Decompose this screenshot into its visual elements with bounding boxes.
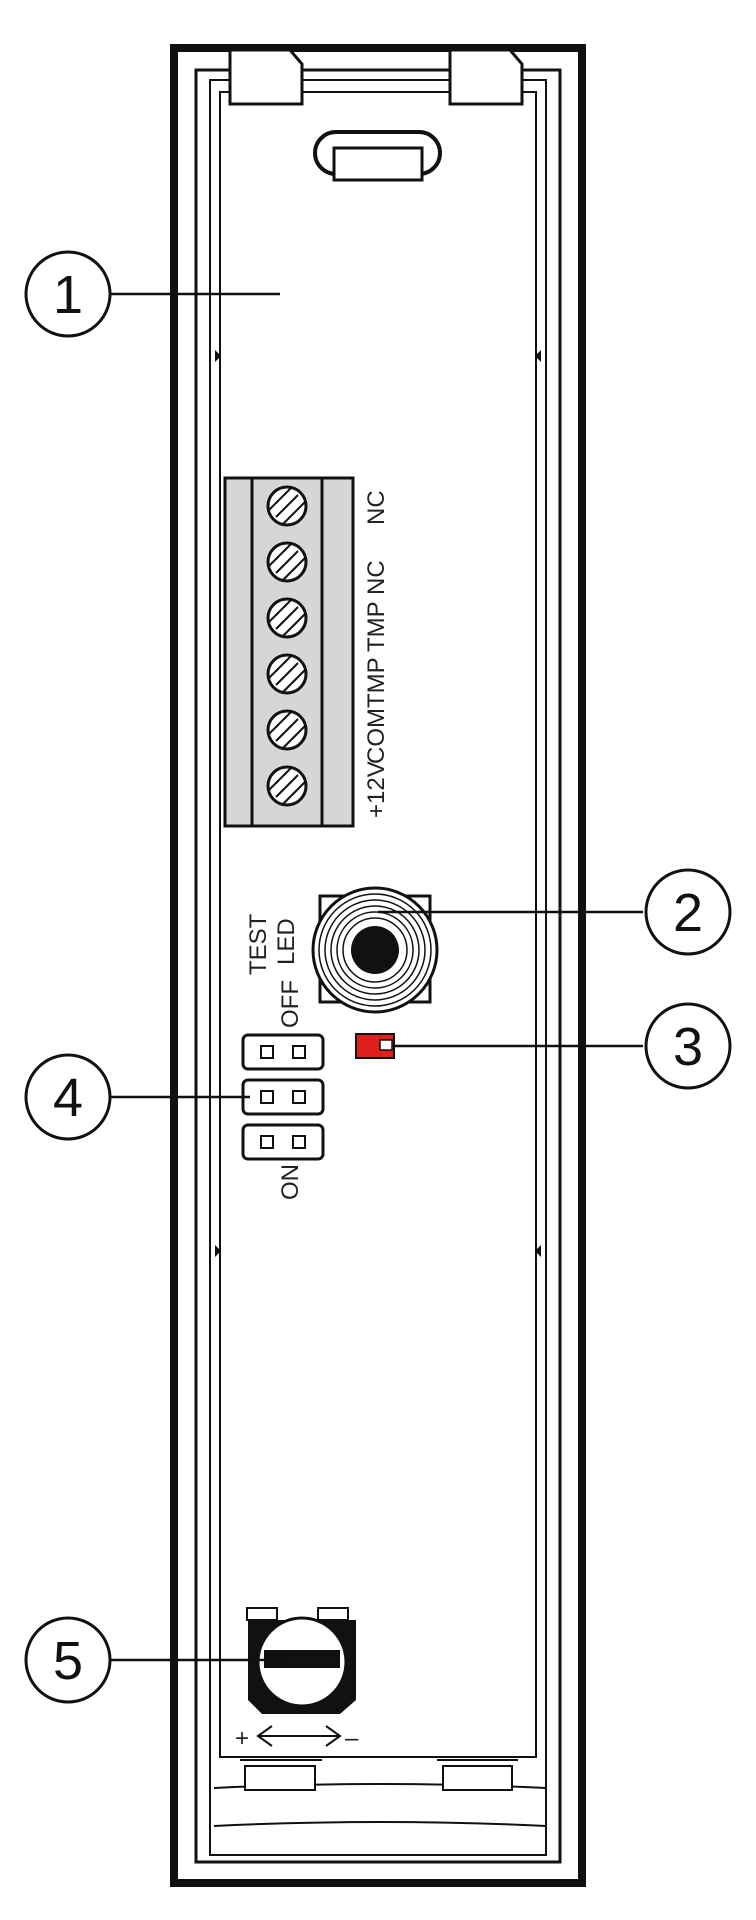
terminal-label-nc-1: NC — [363, 560, 390, 595]
housing — [170, 44, 586, 1887]
top-clip-right — [448, 48, 524, 106]
jumper-labels: TEST LED OFF ON — [245, 913, 304, 1200]
callout-1: 1 — [24, 250, 280, 338]
terminal-label-tmp-1: TMP — [363, 657, 390, 708]
top-clip-left — [228, 48, 304, 106]
adjustment-potentiometer — [246, 1607, 356, 1714]
led-indicator — [355, 1033, 395, 1059]
callout-5: 5 — [24, 1616, 290, 1704]
tamper-switch — [311, 886, 439, 1014]
terminal-screw — [266, 653, 308, 695]
terminal-screw — [266, 541, 308, 583]
callout-2-number: 2 — [673, 883, 703, 943]
terminal-screw — [266, 765, 308, 807]
callout-3: 3 — [394, 1002, 732, 1090]
bottom-clip-right — [437, 1759, 518, 1791]
terminal-block — [223, 476, 355, 828]
terminal-screw — [266, 597, 308, 639]
callout-2: 2 — [378, 868, 732, 956]
terminal-screw — [266, 485, 308, 527]
terminal-label-nc-2: NC — [363, 490, 390, 525]
callout-4-number: 4 — [53, 1068, 83, 1128]
terminal-label-com: COM — [363, 708, 390, 764]
adjustment-direction: + – — [235, 1725, 359, 1752]
terminal-label-tmp-2: TMP — [363, 601, 390, 652]
jumper-header-led: LED — [273, 918, 300, 965]
callout-4: 4 — [24, 1053, 250, 1141]
mounting-slot — [313, 130, 442, 182]
jumper-header-test: TEST — [245, 913, 272, 975]
terminal-label-12v: +12V — [363, 761, 390, 818]
jumper-block — [241, 1033, 325, 1161]
callout-1-number: 1 — [53, 265, 83, 325]
jumper-off-label: OFF — [277, 980, 304, 1028]
bottom-clip-left — [240, 1759, 322, 1791]
callout-5-number: 5 — [53, 1631, 83, 1691]
adjust-plus-label: + — [235, 1725, 249, 1752]
terminal-screw — [266, 709, 308, 751]
adjust-minus-label: – — [345, 1725, 359, 1752]
terminal-labels: +12V COM TMP TMP NC NC — [363, 490, 390, 818]
jumper-on-label: ON — [277, 1164, 304, 1200]
callout-3-number: 3 — [673, 1017, 703, 1077]
